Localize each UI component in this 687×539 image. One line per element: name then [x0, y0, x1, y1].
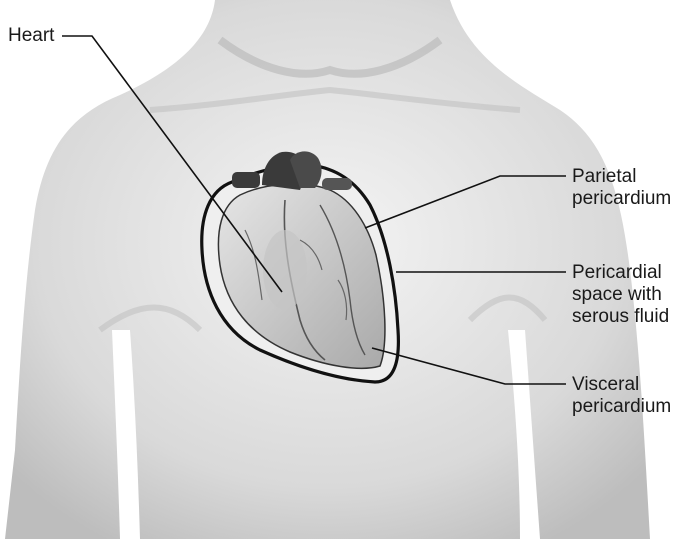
pericardial-space-label: Pericardial space with serous fluid [572, 262, 669, 328]
parietal-pericardium-label: Parietal pericardium [572, 166, 671, 210]
heart-label: Heart [8, 25, 54, 47]
visceral-pericardium-label: Visceral pericardium [572, 374, 671, 418]
